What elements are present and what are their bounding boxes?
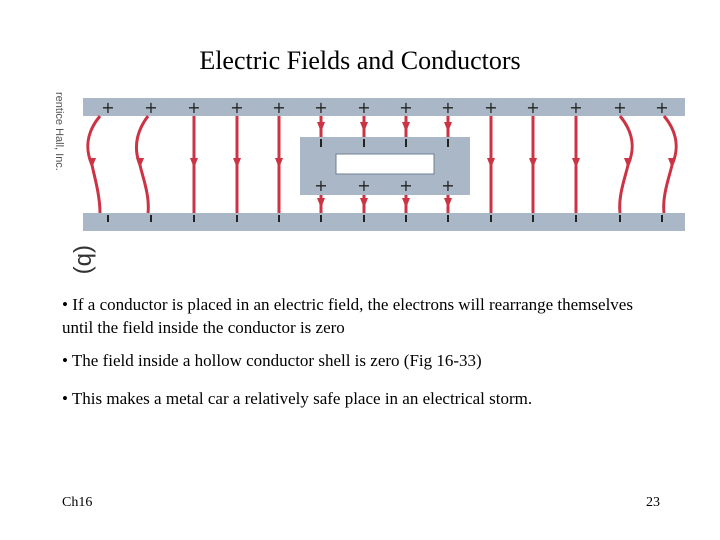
svg-text:+: +: [357, 98, 370, 117]
svg-text:+: +: [357, 176, 370, 195]
svg-text:+: +: [569, 98, 582, 117]
conductor-field-figure: + + + + + + + + + + + + + + + + + + rentice Hall, I…: [53, 92, 685, 274]
panel-label: (b): [72, 245, 99, 274]
svg-text:+: +: [314, 176, 327, 195]
svg-text:+: +: [441, 176, 454, 195]
svg-text:+: +: [314, 98, 327, 117]
svg-text:+: +: [144, 98, 157, 117]
svg-text:+: +: [484, 98, 497, 117]
footer-page-number: 23: [646, 495, 660, 510]
bullet-2: • The field inside a hollow conductor sh…: [62, 351, 482, 370]
svg-text:+: +: [399, 176, 412, 195]
figure-credit: rentice Hall, Inc.: [53, 92, 65, 171]
svg-text:+: +: [613, 98, 626, 117]
negative-charges-bottom-plate: [107, 215, 663, 222]
conductor-induced-charges: + + + +: [314, 139, 455, 195]
svg-text:+: +: [655, 98, 668, 117]
svg-text:+: +: [101, 98, 114, 117]
svg-text:+: +: [399, 98, 412, 117]
top-plate: [83, 98, 685, 116]
svg-text:+: +: [230, 98, 243, 117]
slide-title: Electric Fields and Conductors: [199, 46, 521, 75]
svg-text:+: +: [441, 98, 454, 117]
svg-text:+: +: [526, 98, 539, 117]
field-arrowheads: [88, 122, 676, 208]
bullet-3: • This makes a metal car a relatively sa…: [62, 389, 533, 408]
bullet-1: • If a conductor is placed in an electri…: [62, 295, 633, 337]
footer-chapter: Ch16: [62, 495, 93, 510]
conductor-cavity: [335, 153, 435, 175]
svg-text:+: +: [187, 98, 200, 117]
svg-text:+: +: [272, 98, 285, 117]
bottom-plate: [83, 213, 685, 231]
positive-charges-top-plate: + + + + + + + + + + + + + +: [101, 98, 668, 117]
